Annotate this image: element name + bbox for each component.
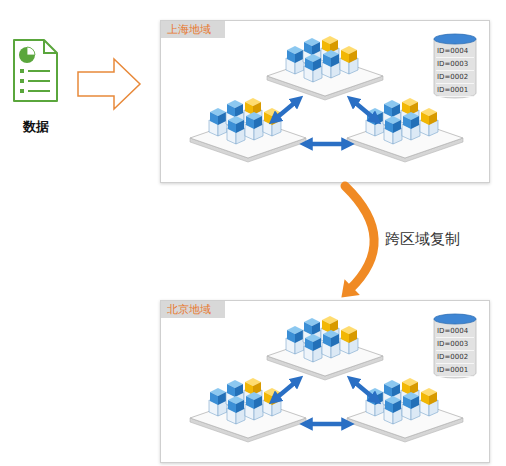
database-row: ID=0002 — [436, 71, 474, 84]
list-line — [28, 70, 50, 72]
curved-arrow-head — [341, 279, 359, 297]
region-node: 北京地域 ID=0004ID=0003ID=0002ID=0001 — [160, 300, 490, 463]
database-rows: ID=0004ID=0003ID=0002ID=0001 — [436, 45, 474, 97]
database-row: ID=0003 — [436, 58, 474, 71]
cylinder-top — [434, 314, 476, 324]
list-line — [28, 90, 50, 92]
list-bullet — [20, 79, 24, 83]
pie-icon — [19, 47, 35, 63]
database-row: ID=0001 — [436, 364, 474, 377]
region-node: 上海地域 ID=0004ID=0003ID=0002ID=0001 — [160, 20, 490, 183]
list-bullet — [20, 69, 24, 73]
edge-label: 跨区域复制 — [385, 229, 460, 249]
cylinder-body — [434, 319, 476, 378]
db-node: ID=0004ID=0003ID=0002ID=0001 — [433, 33, 477, 99]
cylinder-top — [434, 34, 476, 44]
node-label: 数据 — [0, 118, 72, 136]
database-rows: ID=0004ID=0003ID=0002ID=0001 — [436, 325, 474, 377]
curved-arrow-shaft — [345, 186, 374, 290]
connector-arrow — [78, 59, 140, 109]
cylinder-body — [434, 39, 476, 98]
region-label: 北京地域 — [161, 301, 225, 318]
database-row: ID=0004 — [436, 45, 474, 58]
region-label: 上海地域 — [161, 21, 225, 38]
database-row: ID=0004 — [436, 325, 474, 338]
outline-arrow — [78, 59, 140, 109]
list-line — [28, 80, 50, 82]
list-bullet — [20, 89, 24, 93]
document-outline — [14, 40, 57, 101]
pie-slice — [27, 47, 35, 55]
database-row: ID=0002 — [436, 351, 474, 364]
database-row: ID=0001 — [436, 84, 474, 97]
doc-node: 数据 — [10, 38, 62, 138]
connector-arrow — [341, 186, 374, 297]
document-fold — [44, 40, 57, 53]
document-icon — [12, 38, 60, 104]
db-node: ID=0004ID=0003ID=0002ID=0001 — [433, 313, 477, 379]
database-row: ID=0003 — [436, 338, 474, 351]
